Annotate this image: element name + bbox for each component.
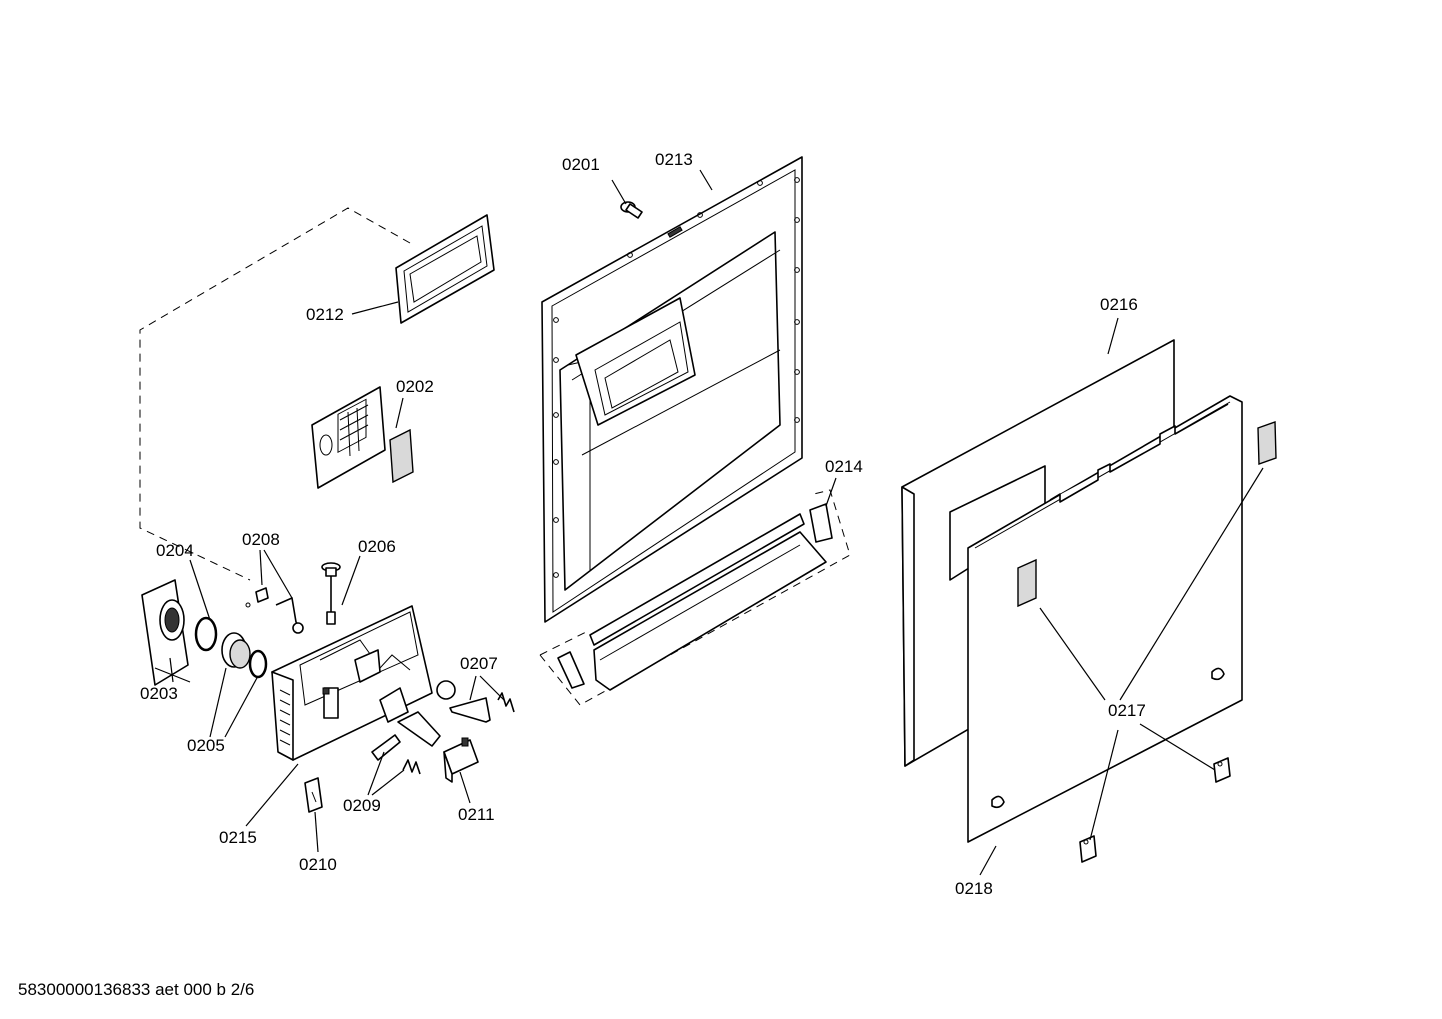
- part-0206-pin: [321, 562, 341, 625]
- callout-0216: 0216: [1100, 295, 1138, 314]
- callout-0207: 0207: [460, 654, 498, 673]
- part-0203-knob: [141, 579, 189, 686]
- callout-0214: 0214: [825, 457, 863, 476]
- part-0204-ring: [194, 616, 218, 652]
- dashed-group-outline-left: [139, 207, 411, 581]
- callout-0218: 0218: [955, 879, 993, 898]
- callout-0210: 0210: [299, 855, 337, 874]
- part-0210-clip: [304, 777, 323, 813]
- part-0213-inner-door: [541, 156, 803, 623]
- part-0211-switch: [443, 737, 479, 783]
- callout-0211: 0211: [458, 805, 495, 824]
- callout-0201: 0201: [562, 155, 600, 174]
- dashed-group-outline-bottom: [539, 489, 851, 706]
- callout-0202: 0202: [396, 377, 434, 396]
- callout-0217: 0217: [1108, 701, 1146, 720]
- leader-lines: [154, 169, 1264, 876]
- part-0207-ball-lever-spring: [436, 680, 515, 723]
- part-0209-levers-spring: [371, 711, 441, 775]
- callout-0212: 0212: [306, 305, 344, 324]
- part-0215-dispenser-housing: [271, 605, 433, 761]
- dashed-group-outline-bottom-left: [539, 629, 591, 656]
- callout-0203: 0203: [140, 684, 178, 703]
- part-0214-hinge-rail: [557, 503, 833, 691]
- callout-0205: 0205: [187, 736, 225, 755]
- part-0201-screw: [620, 201, 643, 219]
- callout-0209: 0209: [343, 796, 381, 815]
- part-0208-spring-lever: [245, 587, 304, 634]
- callout-0208: 0208: [242, 530, 280, 549]
- part-0202-dispenser-cover: [311, 386, 414, 489]
- drawing-code: 58300000136833 aet 000 b 2/6: [18, 980, 255, 999]
- callout-0204: 0204: [156, 541, 194, 560]
- callout-0206: 0206: [358, 537, 396, 556]
- callout-0215: 0215: [219, 828, 257, 847]
- part-0217-pads-brackets: [1079, 421, 1277, 863]
- part-0212-gasket: [395, 214, 495, 324]
- part-0218-outer-panel: [967, 395, 1243, 843]
- part-0205-rings: [221, 632, 268, 679]
- callout-0213: 0213: [655, 150, 693, 169]
